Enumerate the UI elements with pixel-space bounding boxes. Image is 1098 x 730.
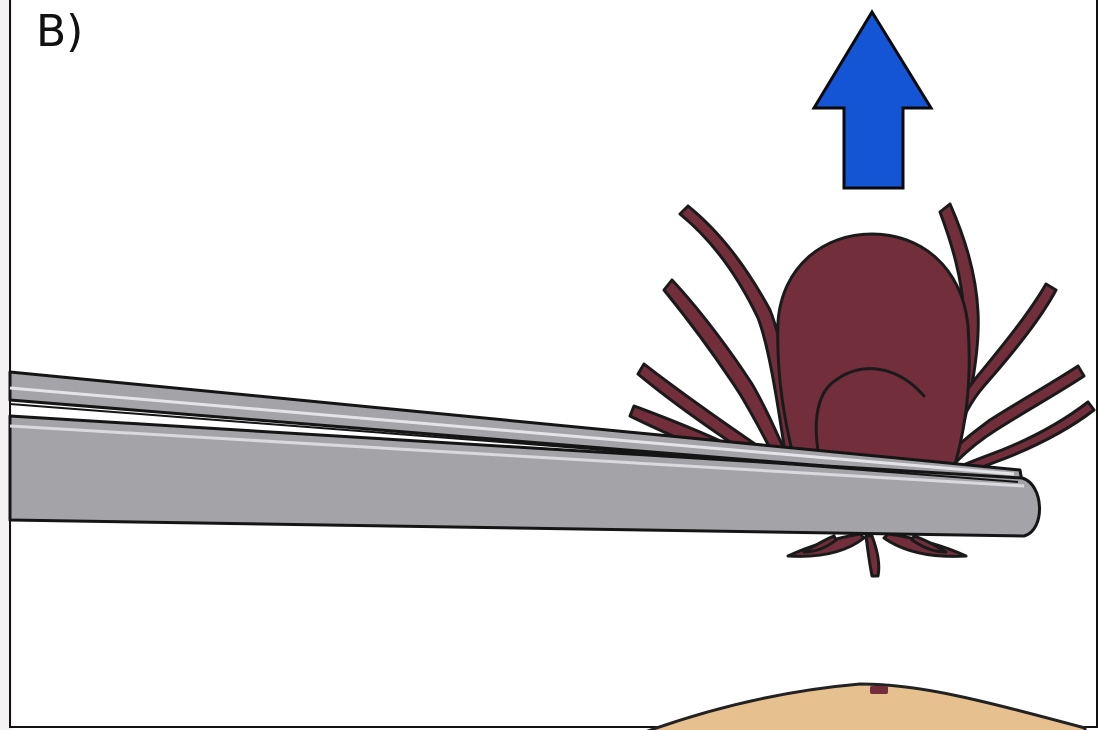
arrow-shape (814, 12, 931, 188)
skin-surface (645, 684, 1085, 730)
skin-mound (645, 684, 1085, 730)
up-arrow-icon (814, 12, 931, 188)
bite-mark (870, 686, 888, 694)
tick-hypostome (866, 536, 879, 576)
panel-label: B) (36, 8, 83, 56)
tick-body (778, 234, 969, 474)
